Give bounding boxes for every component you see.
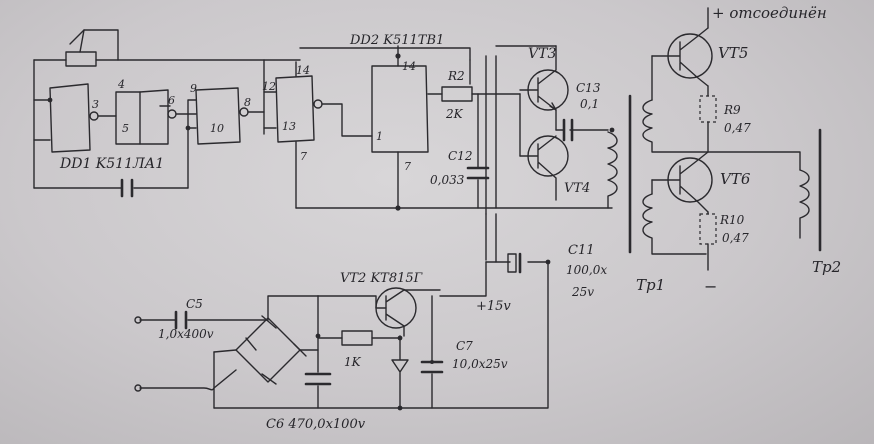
- r10-label: R10: [719, 213, 745, 227]
- vt5-vt6-bridge: [628, 7, 822, 271]
- power-supply: [134, 252, 551, 411]
- r10-value: 0,47: [722, 231, 749, 245]
- pin-label: 5: [122, 122, 129, 135]
- dd1-gate-chain: [33, 29, 301, 198]
- vt4-label: VT4: [564, 181, 590, 196]
- tp2-label: Tp2: [812, 258, 841, 276]
- r9-value: 0,47: [724, 121, 751, 135]
- pin-label: 14: [402, 60, 416, 73]
- c6-label: C6 470,0x100v: [266, 417, 366, 432]
- r9-label: R9: [723, 103, 741, 117]
- vt5-note: + отсоединён: [712, 4, 827, 22]
- dd2-trigger: [263, 45, 613, 263]
- pin-label: 7: [300, 150, 307, 163]
- vt6-label: VT6: [720, 170, 751, 188]
- r2-value: 2K: [445, 107, 464, 121]
- pin-label: 10: [210, 122, 224, 135]
- c12-label: C12: [448, 149, 472, 163]
- c13-label: C13: [576, 81, 601, 95]
- pin-label: 8: [244, 96, 251, 109]
- vt5-label: VT5: [718, 44, 748, 62]
- pin-label: 7: [404, 160, 411, 173]
- component-labels: DD1 K511ЛА1 DD2 K511TB1 3 4 5 6 9 10 8 1…: [59, 4, 841, 432]
- pin-label: 13: [282, 120, 296, 133]
- r1k-label: 1K: [344, 355, 362, 369]
- c13-value: 0,1: [580, 97, 599, 111]
- pin-label: 3: [92, 98, 99, 111]
- pin-label: 6: [168, 94, 175, 107]
- c7-value: 10,0x25v: [452, 357, 508, 371]
- c11-voltage: 25v: [571, 285, 594, 299]
- supply-voltage-label: +15v: [476, 299, 511, 314]
- tp1-label: Tp1: [636, 276, 665, 294]
- pin-label: 1: [376, 130, 383, 143]
- c11-label: C11: [568, 243, 595, 258]
- pin-label: 14: [296, 64, 310, 77]
- dd2-label: DD2 K511TB1: [349, 33, 444, 48]
- minus-label: −: [704, 277, 717, 296]
- c12-value: 0,033: [430, 173, 465, 187]
- pin-label: 9: [190, 82, 197, 95]
- vt3-vt4-output: [495, 45, 618, 209]
- vt3-label: VT3: [528, 46, 556, 62]
- c5-label: C5: [186, 297, 203, 311]
- r2-label: R2: [447, 69, 465, 83]
- dd1-label: DD1 K511ЛА1: [59, 156, 164, 172]
- c11-value: 100,0x: [566, 263, 607, 277]
- vt2-label: VT2 KT815Г: [340, 271, 423, 286]
- c7-label: C7: [456, 339, 473, 353]
- pin-label: 12: [262, 80, 276, 93]
- c5-value: 1,0x400v: [158, 327, 214, 341]
- pin-label: 4: [117, 78, 125, 91]
